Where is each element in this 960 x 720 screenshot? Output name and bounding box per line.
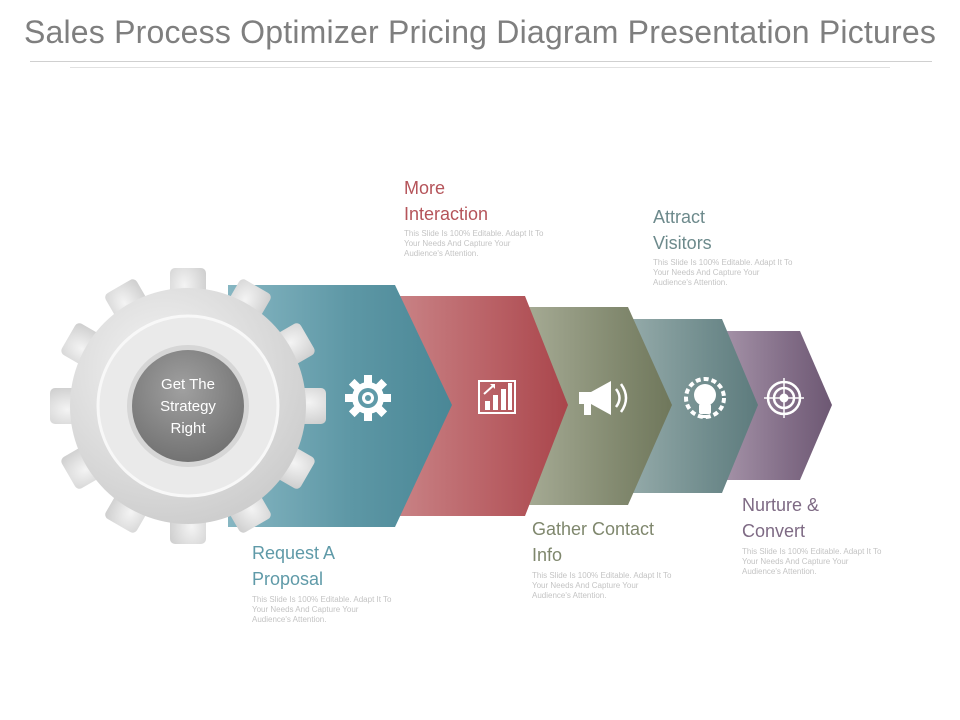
title-divider-secondary (70, 67, 890, 68)
step-4-label: Attract Visitors (653, 204, 712, 256)
strategy-gear (50, 268, 326, 544)
step-1-description: This Slide Is 100% Editable. Adapt It To… (252, 595, 392, 624)
step-arrow-4 (630, 319, 758, 493)
step-arrow-2 (395, 296, 568, 516)
step-2-label-line2: Interaction (404, 204, 489, 224)
step-3-label: Gather Contact Info (532, 516, 654, 568)
slide-title: Sales Process Optimizer Pricing Diagram … (23, 14, 937, 50)
title-divider (30, 61, 932, 62)
step-3-description: This Slide Is 100% Editable. Adapt It To… (532, 571, 672, 600)
step-4-description: This Slide Is 100% Editable. Adapt It To… (653, 258, 793, 287)
center-text-line1: Get The (161, 376, 215, 393)
step-5-label: Nurture & Convert (742, 492, 819, 544)
growth-bar-chart-icon (478, 380, 516, 414)
step-5-description: This Slide Is 100% Editable. Adapt It To… (742, 547, 882, 576)
step-2-label-line1: More (404, 178, 446, 198)
step-3-label-line2: Info (532, 545, 563, 565)
step-1-label-line1: Request A (252, 543, 336, 563)
step-1-label: Request A Proposal (252, 540, 335, 592)
target-icon (764, 378, 804, 418)
step-5-label-line1: Nurture & (742, 495, 820, 515)
lightbulb-gear-icon (684, 377, 726, 419)
step-2-label: More Interaction (404, 175, 488, 227)
step-2-description: This Slide Is 100% Editable. Adapt It To… (404, 229, 544, 258)
step-4-label-line1: Attract (653, 207, 706, 227)
center-text-line3: Right (170, 420, 206, 437)
step-4-label-line2: Visitors (653, 233, 712, 253)
settings-gear-icon (345, 375, 391, 421)
megaphone-icon (579, 381, 628, 415)
step-3-label-line1: Gather Contact (532, 519, 655, 539)
step-5-label-line2: Convert (742, 521, 806, 541)
center-text-line2: Strategy (160, 398, 216, 415)
step-1-label-line2: Proposal (252, 569, 324, 589)
